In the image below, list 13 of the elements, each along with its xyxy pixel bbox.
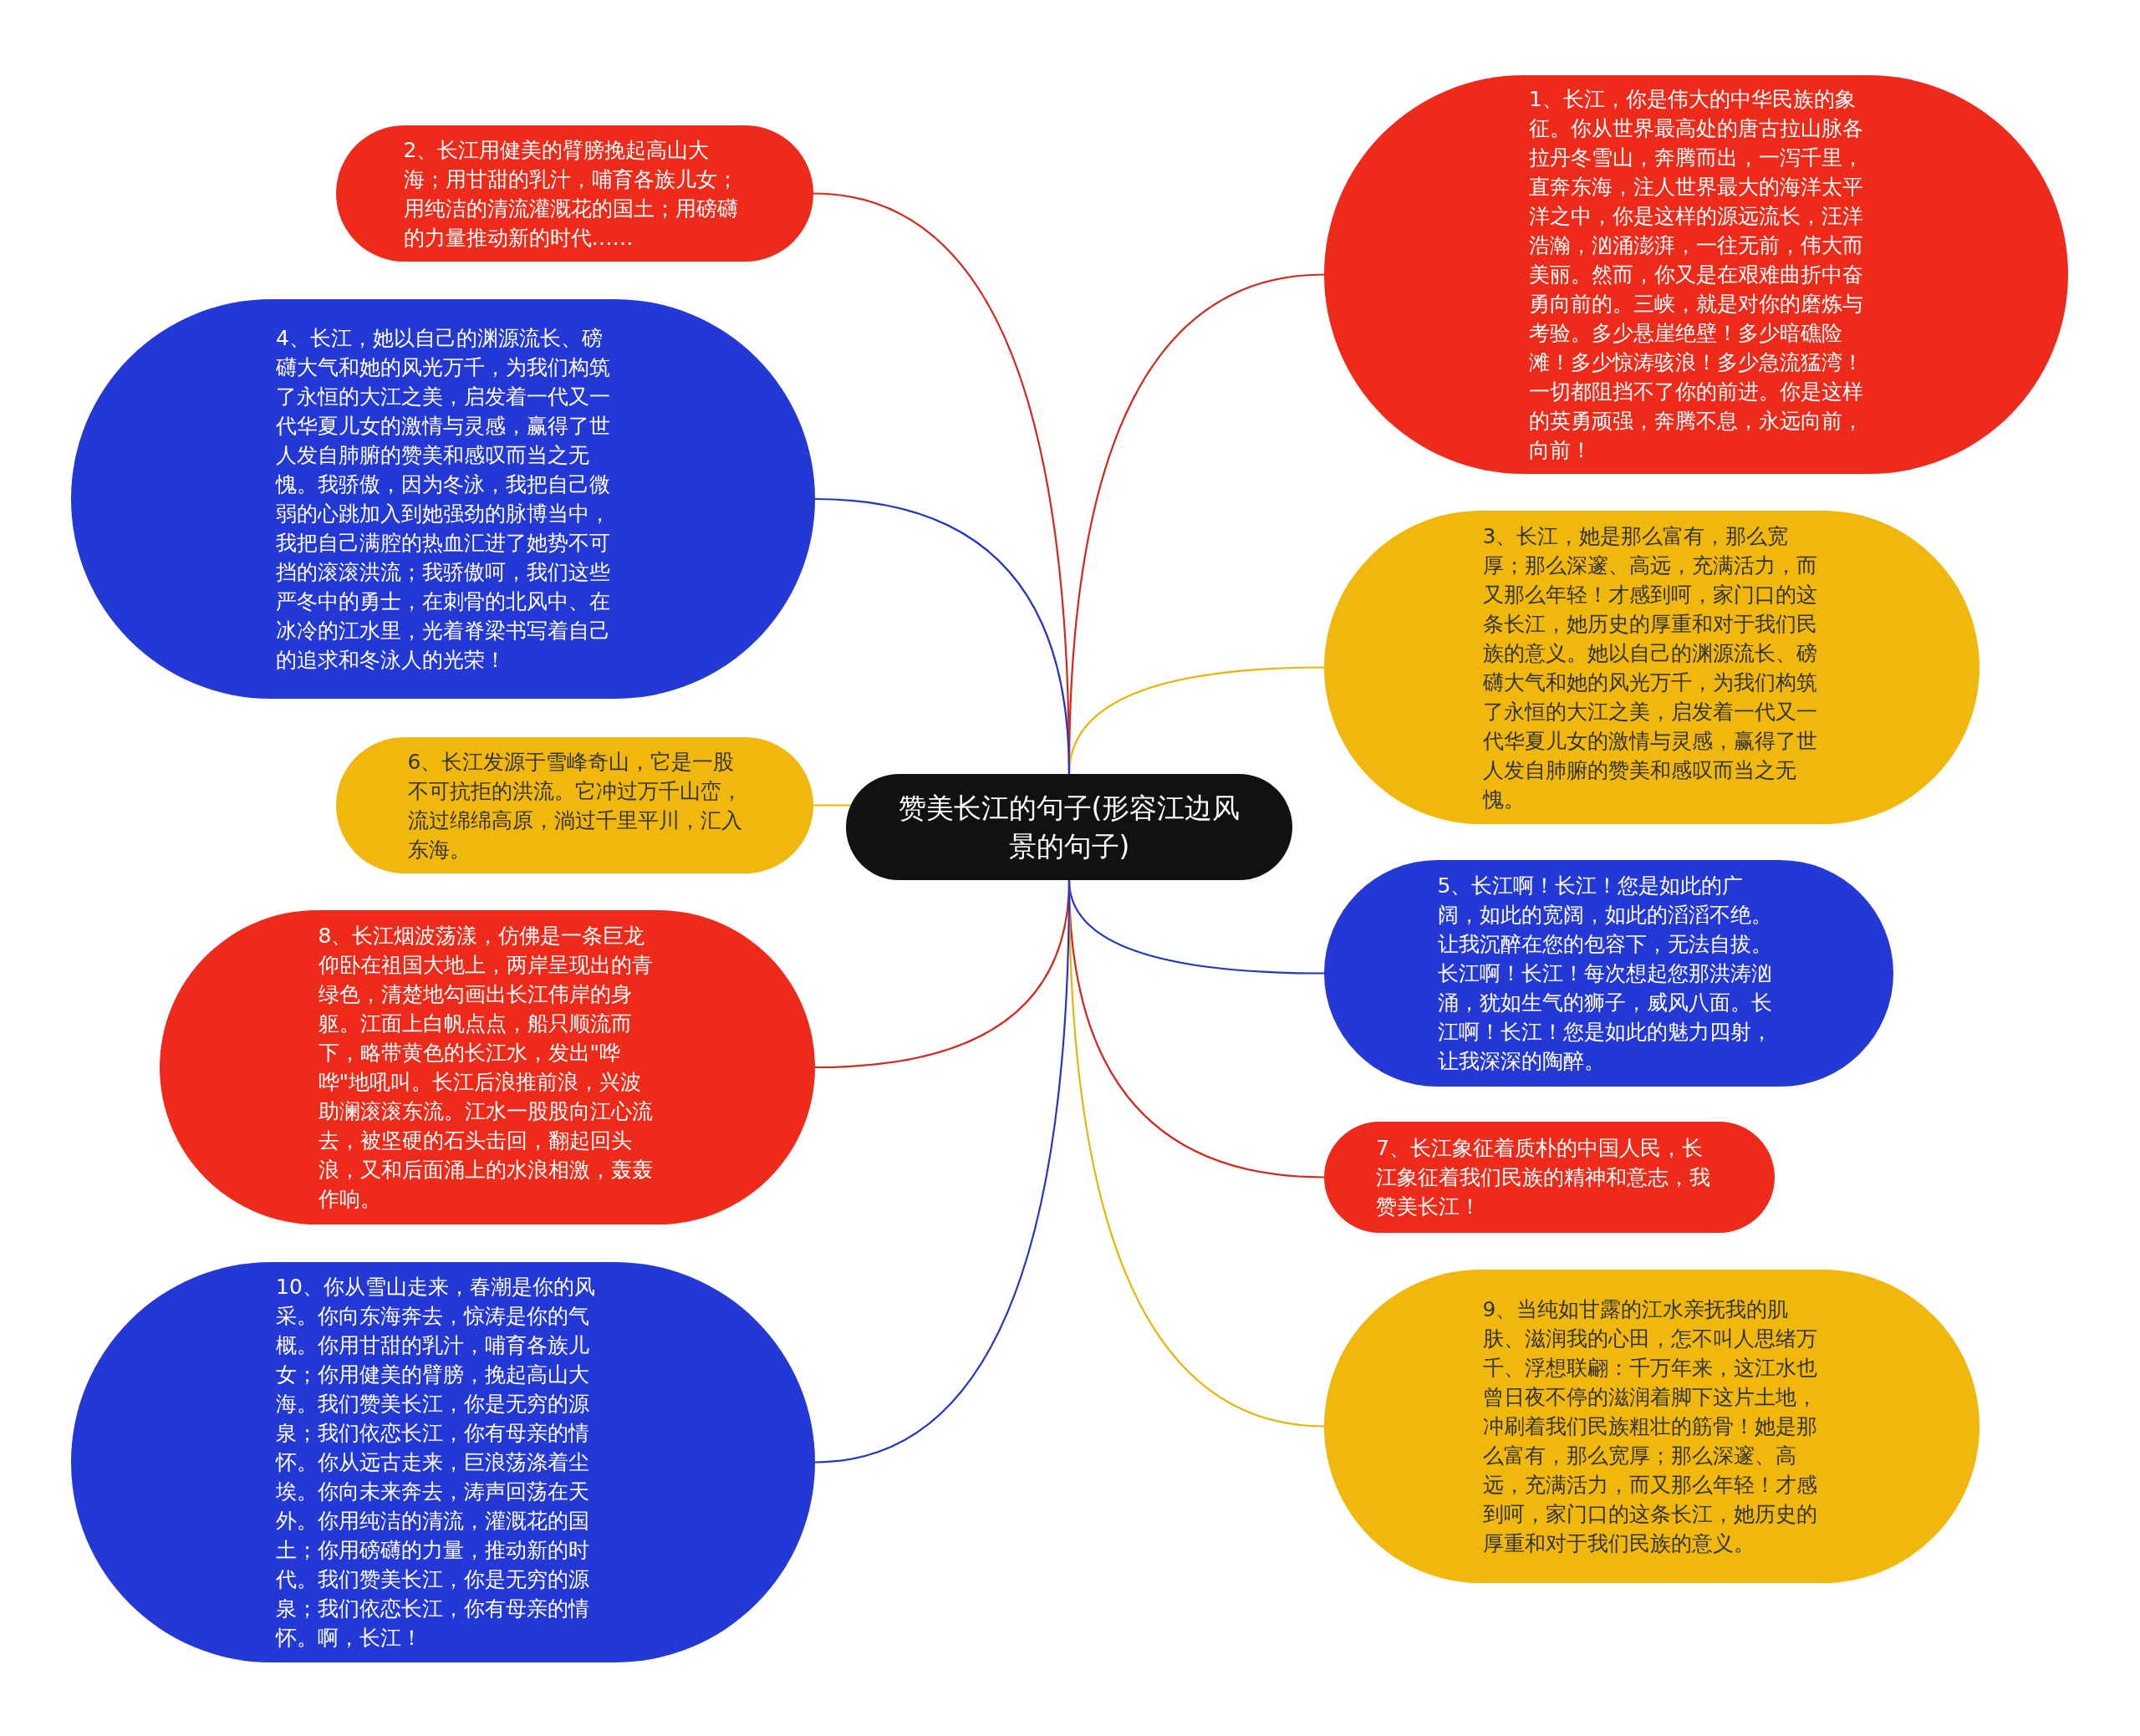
sentence-text: 9、当纯如甘露的江水亲抚我的肌肤、滋润我的心田，怎不叫人思绪万千、浮想联翩：千万年来，这江水也曾日夜不停的滋润着脚下这片土地，冲刷着我们民族粗壮的筋骨！她是那么富有，那么宽厚；那么深邃、高远，充满活力，而又那么年轻！才感到呵，家门口的这条长江，她历史的厚重和对于我们民族的意义。 (1482, 1296, 1818, 1557)
sentence-text: 6、长江发源于雪峰奇山，它是一股不可抗拒的洪流。它冲过万千山峦，流过绵绵高原，淌过千里平川，汇入东海。 (407, 748, 742, 863)
sentence-text: 10、你从雪山走来，春潮是你的风采。你向东海奔去，惊涛是你的气概。你用甘甜的乳汁，哺育各族儿女；你用健美的臂膀，挽起高山大海。我们赞美长江，你是无穷的源泉；我们依恋长江，你有母亲的情怀。你从远古走来，巨浪荡涤着尘埃。你向未来奔去，涛声回荡在天外。你用纯洁的清流，灌溉花的国土；你用磅礴的力量，推动新的时代。我们赞美长江，你是无穷的源泉；我们依恋长江，你有母亲的情怀。啊，长江！ (276, 1274, 596, 1652)
sentence-text: 8、长江烟波荡漾，仿佛是一条巨龙仰卧在祖国大地上，两岸呈现出的青绿色，清楚地勾画出长江伟岸的身躯。江面上白帆点点，船只顺流而下，略带黄色的长江水，发出"哗哗"地吼叫。长江后浪推前浪，兴波助澜滚滚东流。江水一股股向江心流去，被坚硬的石头击回，翻起回头浪，又和后面涌上的水浪相激，轰轰作响。 (318, 923, 654, 1213)
sentence-text: 7、长江象征着质朴的中国人民，长江象征着我们民族的精神和意志，我赞美长江！ (1376, 1135, 1711, 1220)
sentence-text: 1、长江，你是伟大的中华民族的象征。你从世界最高处的唐古拉山脉各拉丹冬雪山，奔腾而出，一泻千里，直奔东海，注人世界最大的海洋太平洋之中，你是这样的源远流长，汪洋浩瀚，汹涌澎湃，一往无前，伟大而美丽。然而，你又是在艰难曲折中奋勇向前的。三峡，就是对你的磨炼与考验。多少悬崖绝壁！多少暗礁险滩！多少惊涛骇浪！多少急流猛湾！一切都阻挡不了你的前进。你是这样的英勇顽强，奔腾不息，永远向前，向前！ (1529, 86, 1863, 464)
topic-title: 赞美长江的句子(形容江边风景的句子) (897, 790, 1241, 864)
sentence-text: 2、长江用健美的臂膀挽起高山大海；用甘甜的乳汁，哺育各族儿女；用纯洁的清流灌溉花的国土；用磅礴的力量推动新的时代…… (403, 136, 739, 252)
sentence-text: 3、长江，她是那么富有，那么宽厚；那么深邃、高远，充满活力，而又那么年轻！才感到呵，家门口的这条长江，她历史的厚重和对于我们民族的意义。她以自己的渊源流长、磅礴大气和她的风光万千，为我们构筑了永恒的大江之美，启发着一代又一代华夏儿女的激情与灵感，赢得了世人发自肺腑的赞美和感叹而当之无愧。 (1482, 522, 1818, 813)
sentence-text: 5、长江啊！长江！您是如此的广阔，如此的宽阔，如此的滔滔不绝。让我沉醉在您的包容下，无法自拔。长江啊！长江！每次想起您那洪涛汹涌，犹如生气的狮子，威风八面。长江啊！长江！您是如此的魅力四射，让我深深的陶醉。 (1437, 873, 1773, 1075)
connector-line (814, 879, 1071, 1464)
sentence-text: 4、长江，她以自己的渊源流长、磅礴大气和她的风光万千，为我们构筑了永恒的大江之美，启发着一代又一代华夏儿女的激情与灵感，赢得了世人发自肺腑的赞美和感叹而当之无愧。我骄傲，因为冬泳，我把自己微弱的心跳加入到她强劲的脉博当中，我把自己满腔的热血汇进了她势不可挡的滚滚洪流；我骄傲呵，我们这些严冬中的勇士，在刺骨的北风中、在冰冷的江水里，光着脊梁书写着自己的追求和冬泳人的光荣！ (276, 325, 610, 674)
connector-line (814, 497, 1071, 775)
